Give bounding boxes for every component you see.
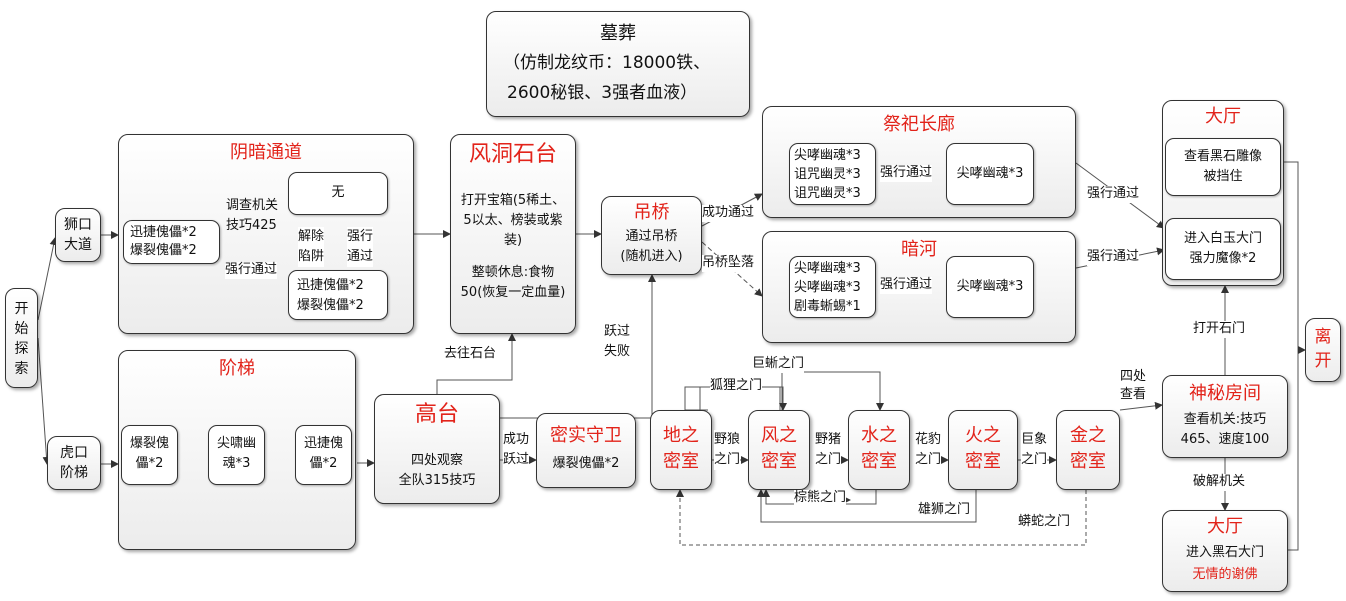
force-label: 强行 通过 (347, 227, 374, 267)
jump-fail-label: 跃过 失败 (604, 324, 631, 359)
disarm-label: 解除 陷阱 (298, 227, 325, 267)
dark-passage-title: 阴暗通道 (230, 142, 302, 163)
crack-mechanism-label: 破解机关 (1193, 474, 1246, 491)
guard-node: 密实守卫 爆裂傀儡*2 (536, 413, 636, 488)
stairs-enemy-a: 爆裂傀 儡*2 (121, 425, 178, 485)
wolf-door-label: 野狼 之门 (714, 430, 741, 470)
tomb-title: 墓葬 (600, 23, 636, 44)
dark-river-title: 暗河 (901, 239, 937, 260)
corridor-force-label: 强行通过 (880, 165, 933, 182)
hall-force-label-2: 强行通过 (1087, 249, 1140, 266)
water-room-node: 水之 密室 (848, 410, 910, 490)
lion-door-label: 雄狮之门 (918, 502, 971, 519)
hall-force-label-1: 强行通过 (1087, 186, 1140, 203)
dark-passage-enemies-right: 迅捷傀儡*2 爆裂傀儡*2 (288, 270, 388, 320)
dark-river-enemies-right: 尖哮幽魂*3 (946, 256, 1034, 318)
dark-river-enemies-left: 尖哮幽魂*3 尖哮幽魂*3 剧毒蜥蜴*1 (789, 256, 876, 318)
earth-room-node: 地之 密室 (650, 410, 712, 490)
stairs-enemy-b: 尖啸幽 魂*3 (208, 425, 265, 485)
goto-stone-label: 去往石台 (444, 346, 497, 363)
hall-top-title: 大厅 (1205, 106, 1241, 127)
dark-passage-none-node: 无 (288, 172, 388, 215)
bridge-fall-label: 吊桥坠落 (702, 255, 755, 272)
mystery-room-title: 神秘房间 (1189, 383, 1261, 404)
leave-node: 离 开 (1305, 318, 1341, 382)
corridor-enemies-right: 尖哮幽魂*3 (946, 143, 1034, 205)
hall-bottom-title: 大厅 (1207, 516, 1243, 537)
bear-door-label: 棕熊之门 (794, 490, 847, 507)
python-door-label: 蟒蛇之门 (1018, 514, 1071, 531)
wind-cave-platform-node: 风洞石台 打开宝箱(5稀土、 5以太、榜装或紫 装) 整顿休息:食物 50(恢复… (450, 134, 576, 334)
investigate-label: 调查机关 技巧425 (226, 198, 279, 233)
start-label: 开 始 探 索 (14, 301, 29, 377)
hall-black-statue-node: 查看黑石雕像 被挡住 (1165, 138, 1281, 196)
hall-bottom-node: 大厅 进入黑石大门 无情的谢佛 (1162, 510, 1288, 592)
wind-room-node: 风之 密室 (748, 410, 810, 490)
river-force-label: 强行通过 (880, 277, 933, 294)
elephant-door-label: 巨象 之门 (1021, 430, 1048, 470)
bridge-title: 吊桥 (633, 202, 670, 223)
open-stone-door-label: 打开石门 (1193, 321, 1246, 338)
shikou-avenue-node: 狮口 大道 (55, 208, 101, 262)
hall-white-jade-gate-node: 进入白玉大门 强力魔像*2 (1165, 218, 1281, 280)
jump-success-label: 成功 跃过 (503, 430, 530, 470)
fire-room-node: 火之 密室 (948, 410, 1018, 490)
high-platform-node: 高台 四处观察 全队315技巧 (374, 394, 500, 504)
leave-label: 离 开 (1314, 327, 1332, 371)
start-node: 开 始 探 索 (5, 288, 38, 388)
boss-label: 无情的谢佛 (1192, 567, 1258, 582)
fox-door-label: 狐狸之门 (710, 378, 763, 395)
hukou-stairs-node: 虎口 阶梯 (47, 436, 101, 490)
bridge-node: 吊桥 通过吊桥 (随机进入) (601, 196, 702, 275)
guard-title: 密实守卫 (550, 425, 622, 446)
boar-door-label: 野猪 之门 (815, 430, 842, 470)
stairs-title: 阶梯 (219, 358, 255, 379)
stairs-enemy-c: 迅捷傀 儡*2 (295, 425, 352, 485)
leopard-door-label: 花豹 之门 (915, 430, 942, 470)
corridor-enemies-left: 尖哮幽魂*3 诅咒幽灵*3 诅咒幽灵*3 (789, 143, 876, 205)
dark-passage-enemies-left: 迅捷傀儡*2 爆裂傀儡*2 (123, 220, 220, 264)
look-around-label: 四处 查看 (1120, 369, 1147, 402)
high-platform-title: 高台 (414, 402, 459, 427)
force-pass-label: 强行通过 (225, 262, 278, 279)
wind-cave-title: 风洞石台 (468, 142, 557, 167)
mystery-room-node: 神秘房间 查看机关:技巧 465、速度100 (1162, 375, 1288, 458)
lizard-door-label: 巨蜥之门 (752, 356, 805, 373)
corridor-title: 祭祀长廊 (883, 114, 955, 135)
bridge-success-label: 成功通过 (702, 205, 755, 222)
gold-room-node: 金之 密室 (1056, 410, 1120, 490)
tomb-node: 墓葬 （仿制龙纹币：18000铁、 2600秘银、3强者血液） (486, 11, 750, 117)
